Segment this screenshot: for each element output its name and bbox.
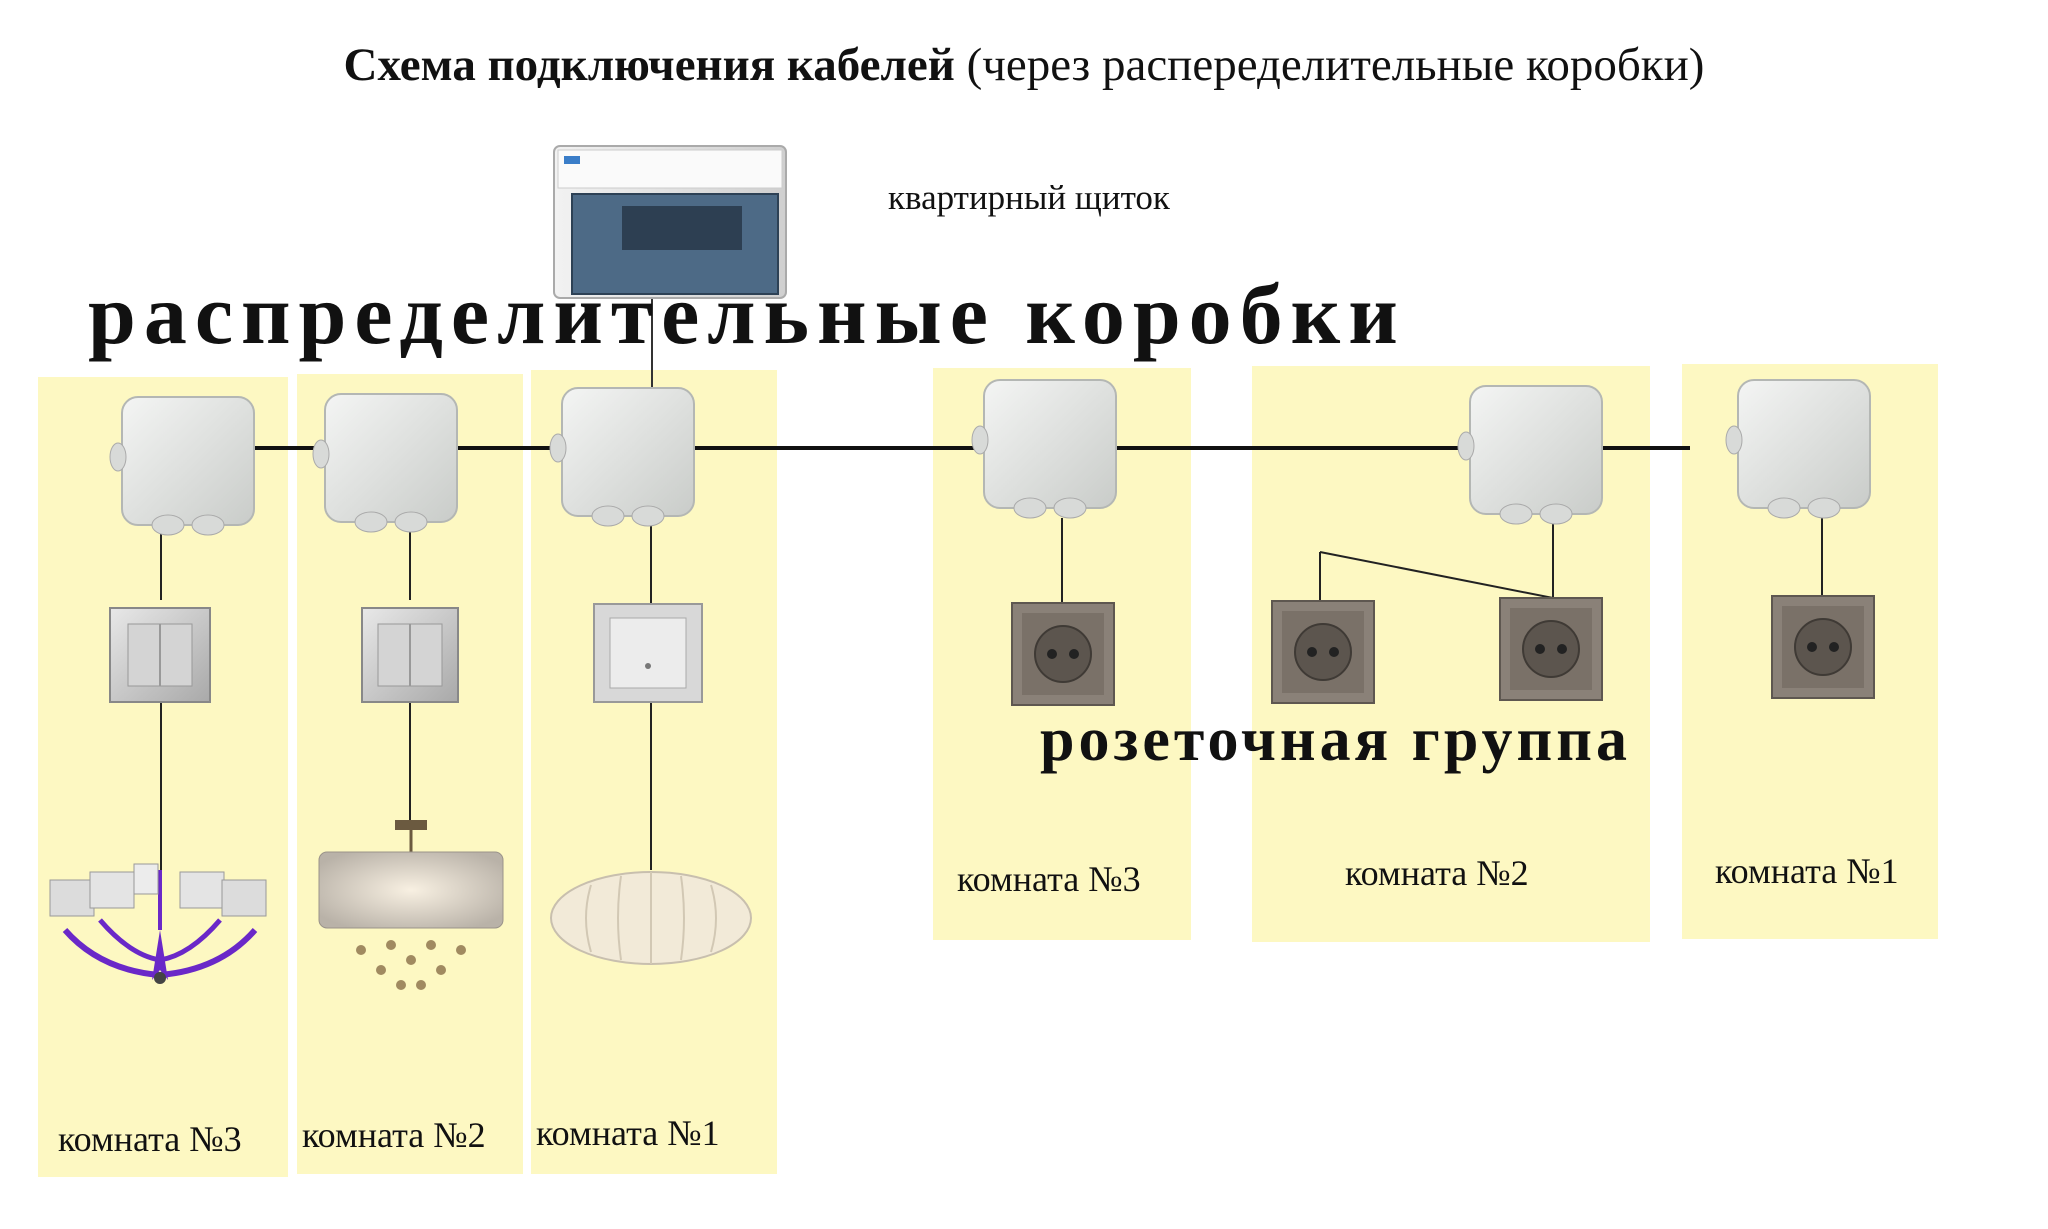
socket-group-heading: розеточная группа <box>1040 706 1631 774</box>
chandelier-purple-icon <box>49 863 267 984</box>
apartment-panel <box>553 145 787 299</box>
socket-icon <box>1499 597 1603 701</box>
socket-icon <box>1771 595 1875 699</box>
pendant-lamp-icon <box>550 871 752 965</box>
double-switch-icon <box>361 607 459 703</box>
junction-box <box>1725 379 1871 519</box>
room-label-light-2: комната №2 <box>302 1115 486 1155</box>
room-label-socket-1: комната №1 <box>1715 851 1899 891</box>
crystal-drum-chandelier-icon <box>318 820 504 990</box>
title-bold: Схема подключения кабелей <box>343 39 955 91</box>
junction-boxes-heading: распределительные коробки <box>88 266 1406 362</box>
single-switch-icon <box>593 603 703 703</box>
room-label-light-3: комната №3 <box>58 1119 242 1159</box>
double-switch-icon <box>109 607 211 703</box>
room-label-light-1: комната №1 <box>536 1113 720 1153</box>
title-subtitle: (через распеределительные коробки) <box>966 39 1705 91</box>
socket-icon <box>1011 602 1115 706</box>
junction-box <box>549 387 695 527</box>
room-label-socket-2: комната №2 <box>1345 853 1529 893</box>
room-label-socket-3: комната №3 <box>957 859 1141 899</box>
junction-box <box>109 396 255 536</box>
junction-box <box>312 393 458 533</box>
panel-label: квартирный щиток <box>888 178 1170 217</box>
junction-box <box>1457 385 1603 525</box>
junction-box <box>971 379 1117 519</box>
diagram-title: Схема подключения кабелей (через распере… <box>0 38 2048 92</box>
socket-icon <box>1271 600 1375 704</box>
